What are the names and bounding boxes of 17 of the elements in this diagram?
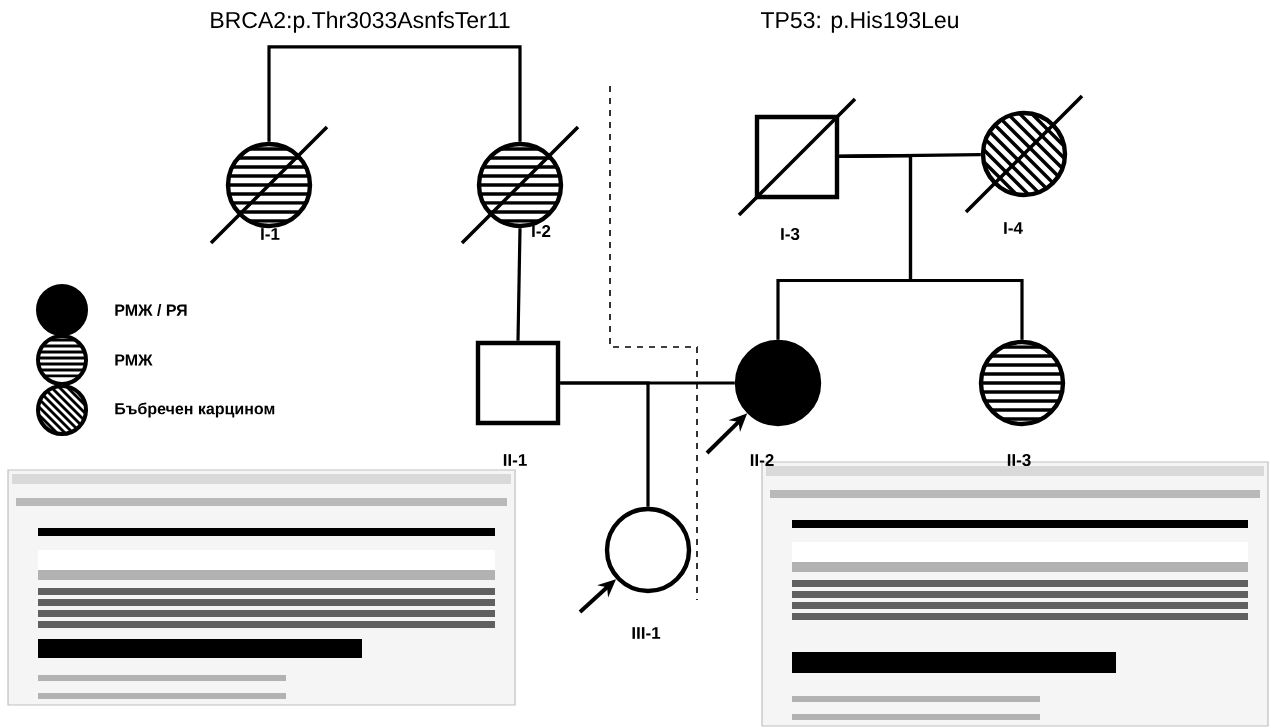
pedigree-line bbox=[839, 153, 1024, 340]
person-id: II-2 bbox=[750, 454, 774, 466]
legend-label: Бъбречен карцином bbox=[115, 402, 275, 418]
mutation-title: TP53: p.His193Leu bbox=[761, 11, 958, 33]
person-id: I-3 bbox=[781, 228, 800, 241]
person-id: I-1 bbox=[261, 228, 280, 240]
legend-label: РМЖ bbox=[115, 354, 153, 366]
person-id: III-1 bbox=[632, 627, 661, 639]
person-id: I-2 bbox=[532, 225, 551, 237]
pedigree-line bbox=[560, 381, 650, 507]
person-id: I-4 bbox=[1004, 222, 1023, 234]
pedigree-line bbox=[516, 228, 522, 341]
mutation-title: BRCA2:p.Thr3033AsnfsTer11 bbox=[211, 11, 510, 33]
person-id: II-3 bbox=[1007, 454, 1031, 466]
legend-label: РМЖ / РЯ bbox=[115, 304, 187, 316]
person-id: II-1 bbox=[503, 454, 527, 466]
pedigree-line bbox=[267, 45, 522, 142]
